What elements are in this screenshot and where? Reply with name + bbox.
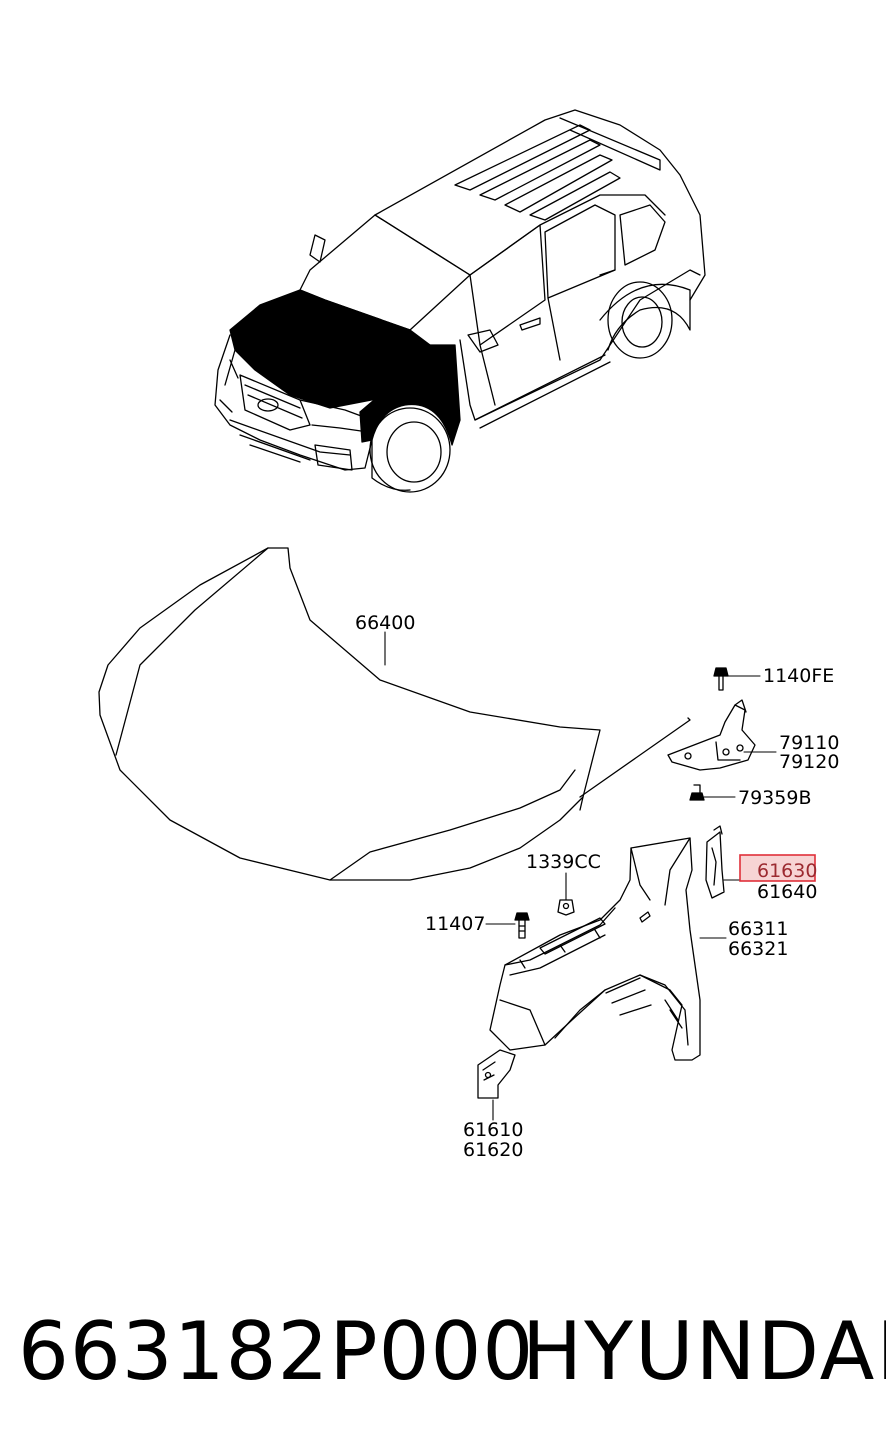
nut <box>557 899 575 916</box>
lower-bracket <box>477 1049 516 1099</box>
part-number: 663182P000 <box>18 1305 535 1398</box>
caption: 663182P000 HYUNDAI <box>0 1292 886 1412</box>
parts-diagram: 66400 1140FE 79110 79120 79359B 1339CC 6… <box>98 109 839 1161</box>
callout-11407: 11407 <box>425 913 485 935</box>
highlight-box <box>739 854 816 882</box>
leader-lines <box>384 631 777 1121</box>
callout-79359B: 79359B <box>738 787 811 809</box>
callout-66321: 66321 <box>728 938 788 960</box>
hood-panel <box>98 547 691 881</box>
callout-66400: 66400 <box>355 612 415 634</box>
callout-66311: 66311 <box>728 918 788 940</box>
vehicle-illustration <box>214 109 706 493</box>
fender-bracket <box>705 825 725 899</box>
callout-79110: 79110 <box>779 732 839 754</box>
callout-79120: 79120 <box>779 751 839 773</box>
callout-61620: 61620 <box>463 1139 523 1161</box>
callout-1140FE: 1140FE <box>763 665 834 687</box>
callout-61640: 61640 <box>757 881 817 903</box>
callout-61630: 61630 <box>757 860 817 882</box>
bolt <box>514 912 530 939</box>
callout-1339CC: 1339CC <box>526 851 601 873</box>
callout-61610: 61610 <box>463 1119 523 1141</box>
hood-hinge <box>667 667 756 801</box>
brand-name: HYUNDAI <box>522 1305 886 1398</box>
front-fender <box>489 837 701 1061</box>
